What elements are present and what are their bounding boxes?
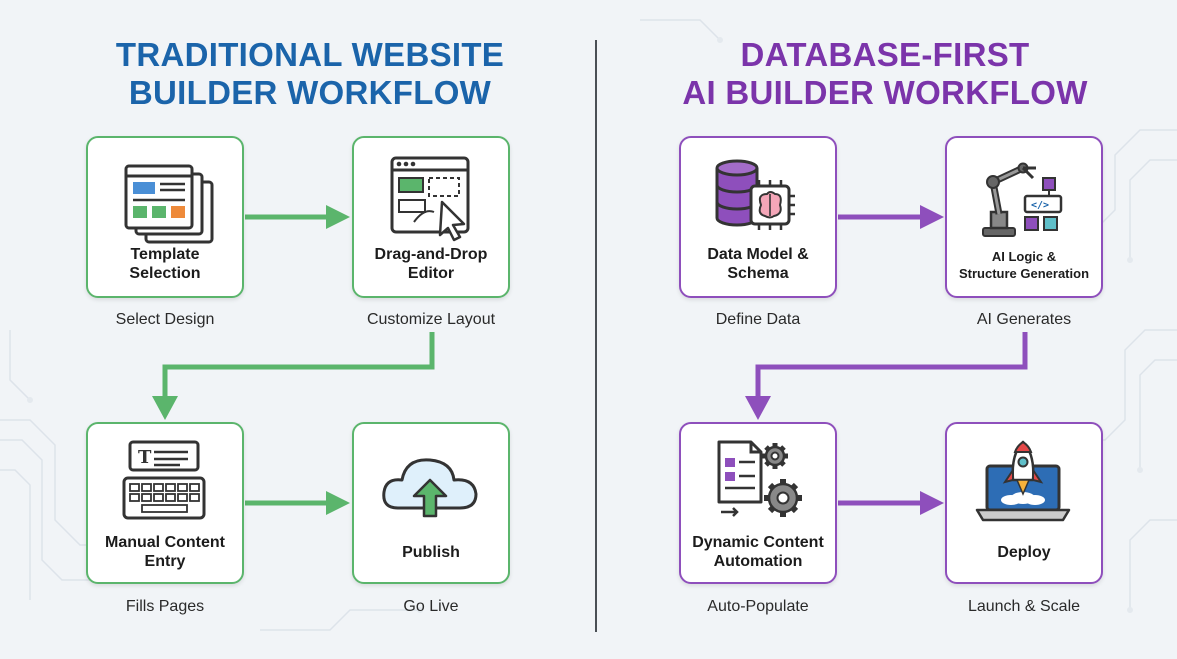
card-label-publish: Publish bbox=[358, 543, 504, 562]
caption-define-data: Define Data bbox=[715, 311, 801, 328]
label-line: Template bbox=[130, 246, 200, 263]
traditional-title-line-1: TRADITIONAL WEBSITE bbox=[115, 36, 505, 73]
label-line: Automation bbox=[713, 553, 803, 570]
traditional-arrows bbox=[152, 205, 435, 515]
caption-launch-and-scale: Launch & Scale bbox=[967, 598, 1081, 615]
caption-fills-pages: Fills Pages bbox=[125, 598, 205, 615]
robot-arm-icon: </> bbox=[982, 162, 1063, 237]
label-line: Dynamic Content bbox=[692, 534, 824, 551]
card-label-ai-logic-structure: AI Logic & Structure Generation bbox=[951, 248, 1097, 282]
label-line: Schema bbox=[727, 265, 789, 282]
card-template-selection: Template Selection bbox=[86, 136, 244, 298]
card-label-manual-content-entry: Manual Content Entry bbox=[92, 533, 238, 571]
svg-text:T: T bbox=[138, 447, 152, 468]
svg-text:</>: </> bbox=[1031, 200, 1049, 211]
label-line: Drag-and-Drop bbox=[374, 246, 488, 263]
arrow-dynamic-content-to-deploy bbox=[838, 491, 944, 515]
card-label-drag-and-drop-editor: Drag-and-Drop Editor bbox=[358, 245, 504, 283]
label-line: Data Model & bbox=[707, 246, 809, 263]
caption-go-live: Go Live bbox=[403, 598, 459, 615]
label-line: Editor bbox=[407, 265, 455, 282]
label-line: Publish bbox=[402, 544, 460, 561]
card-data-model-schema: Data Model & Schema bbox=[679, 136, 837, 298]
arrow-manual-entry-to-publish bbox=[245, 491, 350, 515]
template-icon bbox=[124, 164, 214, 244]
traditional-title-line-2: BUILDER WORKFLOW bbox=[128, 74, 492, 111]
card-drag-and-drop-editor: Drag-and-Drop Editor bbox=[352, 136, 510, 298]
label-line: Deploy bbox=[997, 544, 1051, 561]
arrow-ai-logic-to-dynamic-content bbox=[745, 332, 1028, 420]
ai-title-line-2: AI BUILDER WORKFLOW bbox=[682, 74, 1088, 111]
label-line: Selection bbox=[129, 265, 201, 282]
card-publish: Publish bbox=[352, 422, 510, 584]
caption-ai-generates: AI Generates bbox=[976, 311, 1072, 328]
caption-auto-populate: Auto-Populate bbox=[707, 598, 809, 615]
arrow-template-to-editor bbox=[245, 205, 350, 229]
card-label-data-model-schema: Data Model & Schema bbox=[685, 245, 831, 283]
ai-title-line-1: DATABASE-FIRST bbox=[740, 36, 1030, 73]
label-line: Entry bbox=[144, 553, 186, 570]
label-line: Structure Generation bbox=[958, 266, 1090, 281]
caption-customize-layout: Customize Layout bbox=[366, 311, 496, 328]
keyboard-icon: T bbox=[122, 440, 206, 520]
cloud-upload-icon bbox=[382, 458, 478, 518]
card-manual-content-entry: T Manual Content Entry bbox=[86, 422, 244, 584]
arrow-editor-to-manual-entry bbox=[152, 332, 435, 420]
card-label-dynamic-content-automation: Dynamic Content Automation bbox=[685, 533, 831, 571]
rocket-laptop-icon bbox=[975, 440, 1071, 522]
card-label-deploy: Deploy bbox=[951, 543, 1097, 562]
ai-arrows bbox=[745, 205, 1028, 515]
caption-select-design: Select Design bbox=[115, 311, 215, 328]
large-gear bbox=[764, 479, 802, 517]
document-gears-icon bbox=[717, 440, 802, 517]
card-ai-logic-structure: </> AI Logic & Structure Generation bbox=[945, 136, 1103, 298]
card-deploy: Deploy bbox=[945, 422, 1103, 584]
drag-drop-editor-icon bbox=[390, 156, 470, 242]
label-line: AI Logic & bbox=[991, 249, 1057, 264]
arrow-data-model-to-ai-logic bbox=[838, 205, 944, 229]
card-label-template-selection: Template Selection bbox=[92, 245, 238, 283]
card-dynamic-content-automation: Dynamic Content Automation bbox=[679, 422, 837, 584]
ai-workflow-title: DATABASE-FIRST AI BUILDER WORKFLOW bbox=[655, 36, 1115, 112]
label-line: Manual Content bbox=[105, 534, 225, 551]
column-divider bbox=[595, 40, 597, 632]
database-brain-icon bbox=[715, 159, 795, 230]
traditional-workflow-title: TRADITIONAL WEBSITE BUILDER WORKFLOW bbox=[80, 36, 540, 112]
small-gear bbox=[762, 443, 788, 469]
